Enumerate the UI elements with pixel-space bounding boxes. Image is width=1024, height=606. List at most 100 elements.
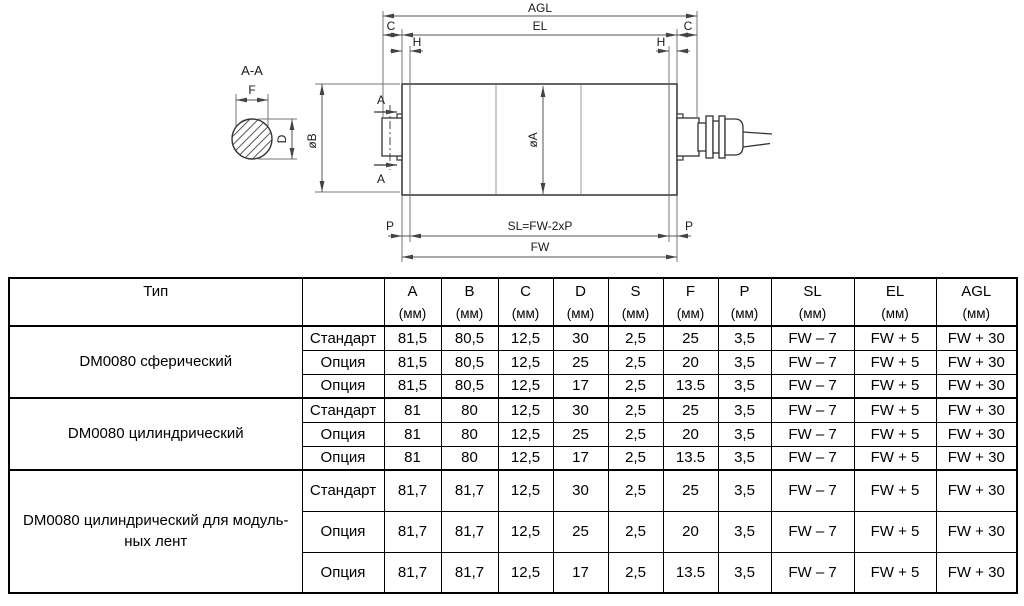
dim-sl-label: SL=FW-2xP: [508, 219, 573, 233]
column-letter: SL: [803, 283, 822, 300]
column-letter: AGL: [961, 283, 992, 300]
table-row: Опция 81,7 81,7 12,5 25 2,5 20 3,5 FW – …: [9, 510, 1018, 553]
table-cell: FW – 7: [770, 397, 855, 423]
variant-cell: Опция: [301, 510, 385, 553]
table-row: DM0080 цилиндрический для модуль- ных ле…: [8, 469, 1018, 594]
cut-label-top: A: [377, 93, 385, 107]
column-unit: (мм): [621, 306, 650, 321]
table-cell: 20: [662, 510, 719, 553]
table-cell: 12,5: [497, 551, 554, 594]
right-shaft-cable-gland: [676, 113, 773, 161]
table-cell: 80,5: [440, 325, 499, 351]
table-cell: 30: [552, 469, 609, 512]
table-cell: 3,5: [717, 421, 772, 447]
table-cell: 25: [552, 421, 609, 447]
table-cell: 80,5: [440, 373, 499, 399]
type-cell: DM0080 цилиндрический: [8, 397, 303, 471]
dimension-lines: [319, 13, 697, 260]
table-cell: 3,5: [717, 469, 772, 512]
type-cell: DM0080 сферический: [8, 325, 303, 399]
table-row: DM0080 сферический Стандарт 81,5 80,5 12…: [8, 325, 1018, 399]
table-cell: FW + 30: [935, 397, 1018, 423]
table-cell: FW + 5: [853, 445, 937, 471]
dim-h-left-label: H: [413, 35, 422, 49]
dim-c-left-label: C: [387, 19, 396, 33]
column-header-c: C (мм): [497, 277, 554, 327]
table-cell: FW – 7: [770, 421, 855, 447]
table-cell: 80,5: [440, 349, 499, 375]
table-cell: 12,5: [497, 469, 554, 512]
column-unit: (мм): [798, 306, 827, 321]
table-cell: FW + 5: [853, 349, 937, 375]
column-header-b: B (мм): [440, 277, 499, 327]
table-cell: FW + 30: [935, 469, 1018, 512]
dim-f-label: F: [248, 83, 255, 97]
variant-column-header: [301, 277, 385, 327]
table-cell: FW – 7: [770, 510, 855, 553]
table-cell: 13.5: [662, 445, 719, 471]
technical-drawing: A-A F D: [0, 0, 1024, 277]
dim-p-left-label: P: [386, 219, 394, 233]
variant-cell: Стандарт: [301, 397, 385, 423]
column-header-d: D(мм): [552, 277, 609, 327]
table-cell: 3,5: [717, 373, 772, 399]
table-cell: 80: [440, 421, 499, 447]
drum-motor-dimension-drawing: A-A F D: [231, 1, 773, 262]
section-dimension-lines: [236, 97, 295, 159]
column-letter: B: [464, 283, 475, 300]
table-cell: 2,5: [607, 373, 664, 399]
drum-body: [401, 83, 678, 196]
table-cell: 17: [552, 373, 609, 399]
column-unit: (мм): [455, 306, 484, 321]
spec-table-wrap: Тип A(мм) B(мм) C(мм) D(мм) S(мм) F(мм) …: [0, 277, 1024, 594]
dim-fw-label: FW: [531, 240, 550, 254]
cable-top-line: [742, 131, 773, 135]
dim-agl-label: AGL: [528, 1, 552, 15]
dim-p-right-label: P: [685, 219, 693, 233]
table-cell: FW + 5: [853, 397, 937, 423]
table-row: Опция 81,7 81,7 12,5 17 2,5 13.5 3,5 FW …: [9, 551, 1018, 594]
table-cell: 3,5: [717, 397, 772, 423]
table-row: DM0080 цилиндрический Стандарт 81 80 12,…: [8, 397, 1018, 471]
column-header-p: P(мм): [717, 277, 772, 327]
column-unit: (мм): [511, 306, 540, 321]
dim-el-label: EL: [533, 19, 548, 33]
table-cell: 17: [552, 551, 609, 594]
table-cell: FW – 7: [770, 445, 855, 471]
dim-c-right-label: C: [684, 19, 693, 33]
table-cell: FW – 7: [770, 373, 855, 399]
table-cell: 2,5: [607, 469, 664, 512]
variant-cell: Опция: [301, 373, 385, 399]
table-cell: 3,5: [717, 325, 772, 351]
column-letter: P: [739, 283, 750, 300]
table-cell: 12,5: [497, 397, 554, 423]
column-letter: C: [520, 283, 531, 300]
spec-table: Тип A(мм) B(мм) C(мм) D(мм) S(мм) F(мм) …: [8, 277, 1018, 594]
dim-dia-b-label: øB: [305, 133, 319, 148]
table-cell: 12,5: [497, 373, 554, 399]
table-cell: 25: [662, 469, 719, 512]
column-letter: A: [407, 283, 418, 300]
table-cell: 12,5: [497, 325, 554, 351]
table-cell: 81: [383, 421, 442, 447]
table-cell: FW – 7: [770, 349, 855, 375]
variant-cell: Стандарт: [301, 469, 385, 512]
table-cell: 30: [552, 397, 609, 423]
table-cell: 81,7: [383, 469, 442, 512]
table-cell: 3,5: [717, 510, 772, 553]
table-cell: 20: [662, 421, 719, 447]
table-cell: FW – 7: [770, 469, 855, 512]
table-cell: 20: [662, 349, 719, 375]
table-cell: 25: [552, 510, 609, 553]
column-letter: F: [685, 283, 696, 300]
table-cell: 2,5: [607, 445, 664, 471]
cut-label-bottom: A: [377, 172, 385, 186]
left-shaft: A A: [374, 93, 403, 186]
table-cell: FW – 7: [770, 325, 855, 351]
table-cell: FW + 30: [935, 551, 1018, 594]
shaft-cross-section: [231, 118, 273, 160]
table-cell: 81: [383, 397, 442, 423]
main-view: A A: [305, 1, 773, 262]
table-cell: FW + 30: [935, 373, 1018, 399]
table-cell: FW – 7: [770, 551, 855, 594]
